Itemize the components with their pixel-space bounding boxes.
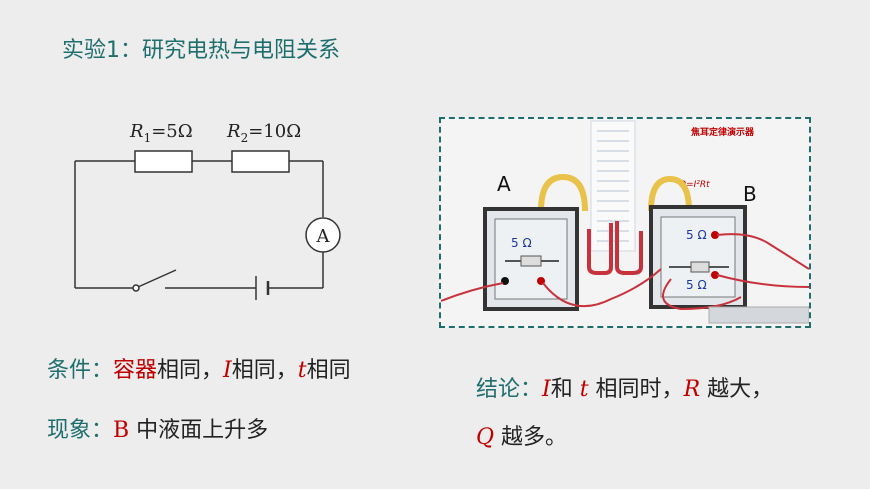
condition-label: 条件：: [47, 358, 114, 383]
conclusion-same-when: 相同时，: [588, 377, 684, 402]
conclusion-line-1: 结论：I和 t 相同时，R 越大，: [476, 371, 773, 403]
r2-label: R2=10Ω: [226, 121, 301, 145]
conclusion-more: 越多。: [494, 425, 568, 450]
res-b1-label: 5 Ω: [686, 228, 707, 242]
ammeter: [305, 217, 341, 253]
circuit-diagram: A R1=5Ω R2=10Ω: [74, 121, 341, 300]
conclusion-and: 和: [550, 377, 580, 402]
condition-var-i: I: [223, 358, 232, 383]
condition-var-t: t: [297, 358, 307, 383]
resistor-r2: [231, 150, 290, 173]
observation-label: 现象：: [47, 418, 114, 443]
label-b: B: [743, 182, 757, 206]
page-title: 实验1：研究电热与电阻关系: [62, 38, 340, 63]
resistor-r1: [134, 150, 193, 173]
switch-blade: [137, 269, 177, 288]
label-a: A: [497, 172, 511, 196]
tube-b: [648, 175, 692, 212]
condition-container: 容器: [113, 358, 158, 383]
condition-same1: 相同，: [157, 358, 224, 383]
ammeter-label: A: [316, 226, 331, 247]
res-a-label: 5 Ω: [511, 236, 532, 250]
conclusion-line-2: Q 越多。: [476, 419, 567, 451]
conclusion-label: 结论：: [476, 377, 543, 402]
condition-same2: 相同，: [231, 358, 298, 383]
conclusion-var-q: Q: [476, 425, 495, 450]
observation-line: 现象：B 中液面上升多: [47, 412, 268, 444]
switch-pivot: [132, 284, 140, 292]
formula: Q=I²Rt: [679, 180, 710, 190]
r1-label: R1=5Ω: [129, 121, 193, 145]
observation-text: 中液面上升多: [129, 418, 269, 443]
conclusion-var-t: t: [579, 377, 589, 402]
observation-b: B: [113, 418, 130, 443]
condition-same3: 相同: [306, 358, 351, 383]
tube-a: [538, 173, 588, 212]
conclusion-var-r: R: [683, 377, 701, 402]
apparatus-photo: 焦耳定律演示器 Q=I²Rt A B 5 Ω 5 Ω 5 Ω: [439, 117, 811, 328]
conclusion-bigger: 越大，: [700, 377, 774, 402]
u-tube-right: [615, 221, 643, 275]
condition-line: 条件：容器相同，I相同，t相同: [47, 352, 351, 384]
device-title: 焦耳定律演示器: [690, 126, 755, 138]
u-tube-left: [587, 223, 613, 275]
conclusion-var-i: I: [542, 377, 551, 402]
res-b2-label: 5 Ω: [686, 278, 707, 292]
